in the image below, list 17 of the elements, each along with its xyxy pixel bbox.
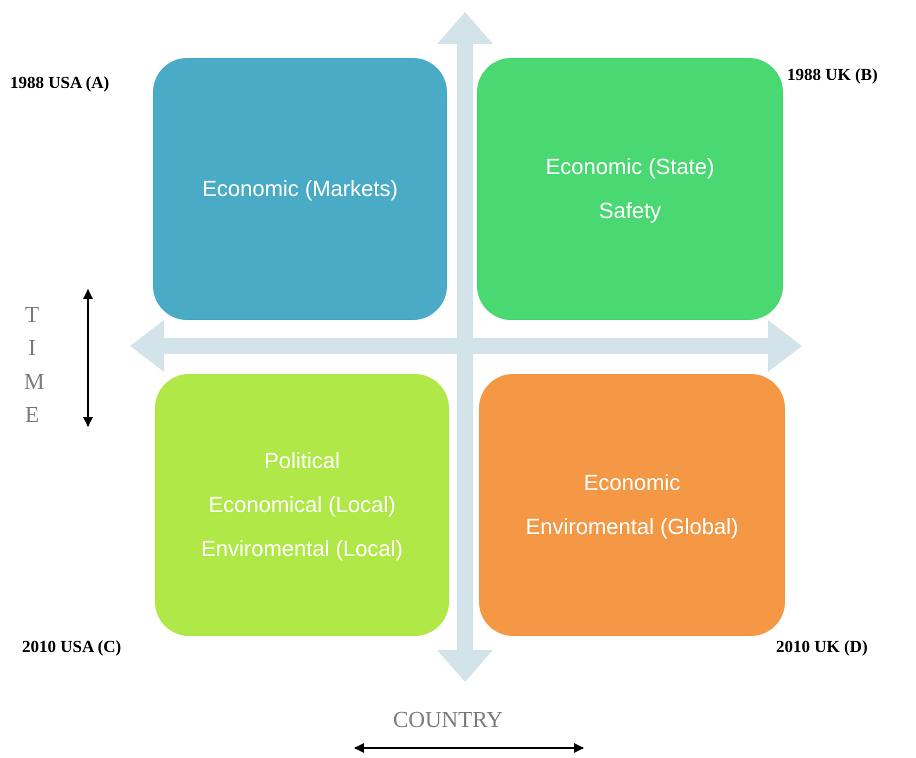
box-text: Enviromental (Global) xyxy=(526,513,738,541)
rounded-box xyxy=(155,374,449,636)
box-text: Enviromental (Local) xyxy=(201,535,403,563)
axis-label: COUNTRY xyxy=(393,706,503,734)
box-text: Safety xyxy=(598,197,662,225)
box-text: Economical (Local) xyxy=(208,491,396,519)
rounded-box xyxy=(477,58,783,320)
corner-label: 2010 UK (D) xyxy=(776,636,868,658)
corner-label: 2010 USA (C) xyxy=(22,636,122,658)
rounded-box xyxy=(479,374,785,636)
corner-label: 1988 USA (A) xyxy=(10,72,110,94)
rounded-box xyxy=(153,58,447,320)
box-text: Economic (Markets) xyxy=(202,175,398,203)
corner-label: 1988 UK (B) xyxy=(787,64,878,86)
box-text: Economic (State) xyxy=(546,153,714,181)
box-text: Economic xyxy=(584,469,680,497)
box-text: Political xyxy=(264,447,340,475)
